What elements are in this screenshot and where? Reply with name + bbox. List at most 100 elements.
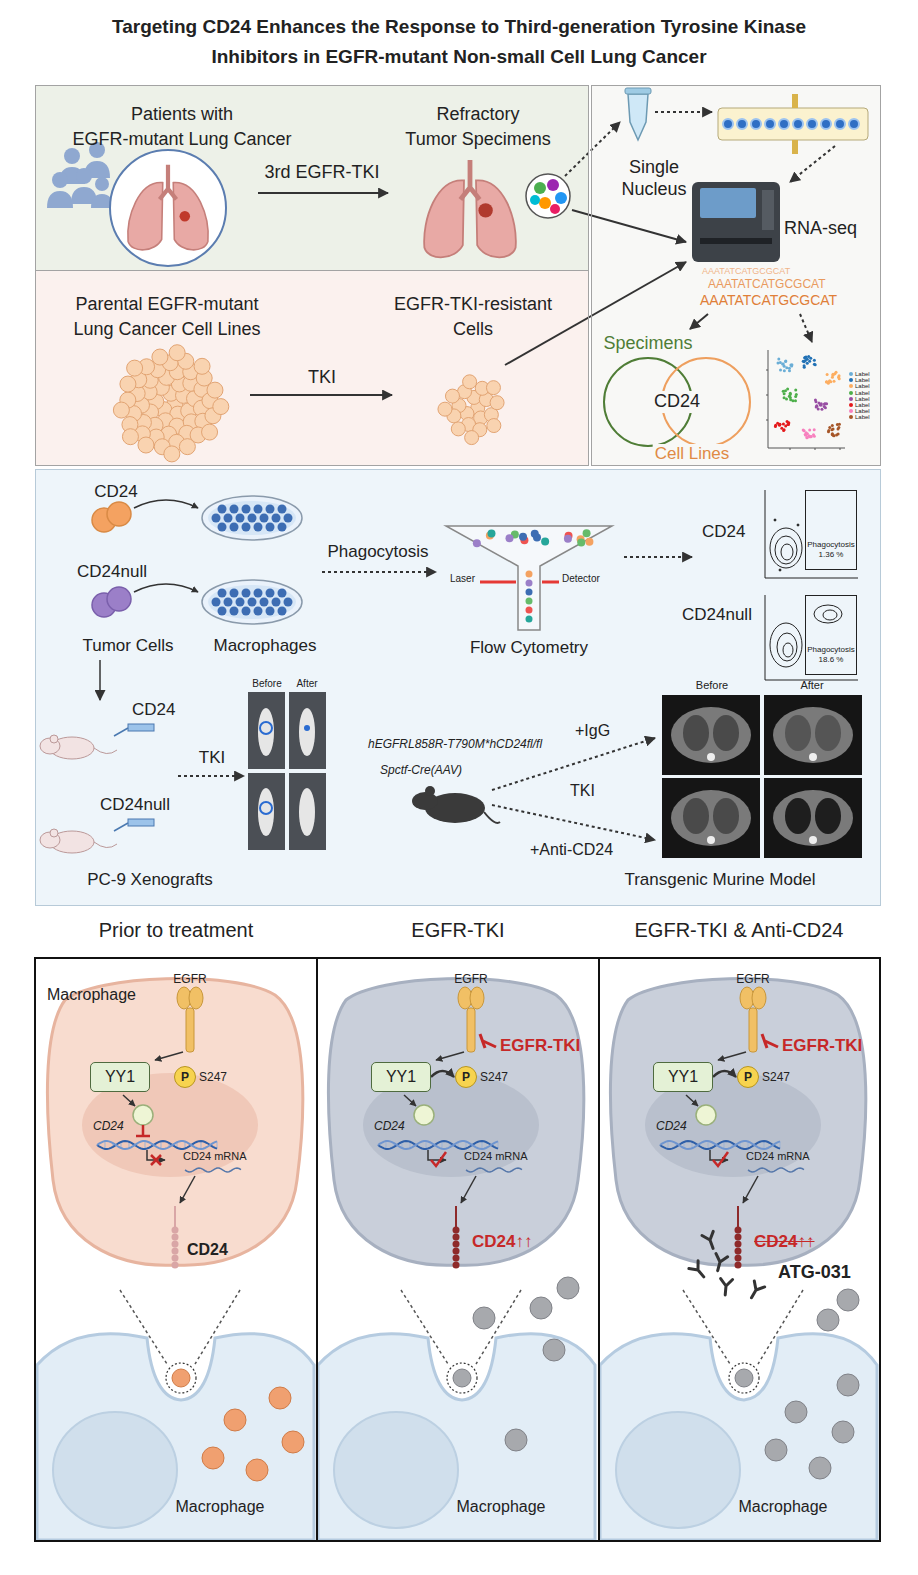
tsne-dots bbox=[813, 363, 816, 366]
dish-macrophages bbox=[218, 523, 227, 532]
tumor-cells bbox=[107, 502, 131, 526]
stage-illustration bbox=[689, 1261, 708, 1281]
tsne-dots bbox=[828, 426, 831, 429]
dish-macrophages bbox=[254, 607, 263, 616]
stage-illustration bbox=[712, 1254, 728, 1273]
node-text: YY1 bbox=[386, 1067, 416, 1086]
yy1-box: YY1 bbox=[90, 1062, 150, 1092]
flow-plot bbox=[765, 490, 858, 680]
node-text: Before bbox=[252, 678, 281, 690]
flow-particles bbox=[519, 533, 527, 541]
cell-cluster bbox=[487, 419, 501, 433]
tsne-dots bbox=[802, 428, 805, 431]
stage-illustration bbox=[729, 1363, 759, 1393]
tsne-dots bbox=[783, 396, 786, 399]
node-text: Flow Cytometry bbox=[470, 638, 588, 658]
legend-swatch bbox=[849, 391, 853, 395]
stage-illustration bbox=[186, 1008, 194, 1052]
dotted-arrow bbox=[624, 556, 692, 558]
legend-entry: Label bbox=[849, 390, 870, 396]
tsne-dots bbox=[814, 363, 817, 366]
tsne-dots bbox=[788, 367, 791, 370]
stage-illustration bbox=[378, 1141, 498, 1149]
stage-illustration bbox=[530, 1297, 552, 1319]
stage-illustration bbox=[735, 1248, 742, 1255]
dish-macrophages bbox=[284, 514, 293, 523]
node-text: EGFR-TKI bbox=[411, 918, 504, 942]
tube-icon bbox=[625, 88, 651, 94]
node-text: Specimens bbox=[603, 333, 692, 355]
patients-icon bbox=[64, 148, 80, 164]
dish-macrophages bbox=[260, 514, 269, 523]
curved-arrow bbox=[134, 500, 198, 508]
stage-illustration bbox=[172, 1234, 179, 1241]
tsne-dots bbox=[803, 364, 806, 367]
stage-illustration bbox=[180, 1176, 195, 1203]
stage-illustration bbox=[480, 1034, 485, 1048]
xenograft-photo bbox=[258, 708, 274, 756]
stage-illustration bbox=[719, 1279, 732, 1296]
flow-particles bbox=[585, 538, 593, 546]
tube-icon bbox=[625, 88, 651, 140]
node-text: hEGFRL858R-T790M*hCD24fl/fl bbox=[368, 737, 542, 751]
dish-macrophages bbox=[278, 589, 287, 598]
cell-cluster bbox=[445, 389, 459, 403]
stage-box: EGFR-TKIEGFREGFR-TKIS247CD24CD24 mRNACD2… bbox=[316, 957, 600, 1542]
flow-plot bbox=[814, 605, 842, 623]
refractory-lung bbox=[424, 160, 516, 257]
node-text: CD24↑↑ bbox=[754, 1232, 814, 1252]
stage-illustration bbox=[120, 1290, 167, 1364]
node-text: Parental EGFR-mutant Lung Cancer Cell Li… bbox=[73, 292, 260, 342]
refractory-lung bbox=[530, 195, 540, 205]
node-text: Cell Lines bbox=[653, 444, 732, 464]
cell-cluster bbox=[113, 402, 129, 418]
dish-macrophages bbox=[224, 514, 233, 523]
patients-icon bbox=[47, 191, 73, 208]
stage-illustration bbox=[142, 1125, 145, 1136]
tsne-dots bbox=[825, 380, 828, 383]
cell-cluster bbox=[207, 382, 223, 398]
tsne-dots bbox=[783, 392, 786, 395]
culture-dish bbox=[202, 496, 302, 624]
node-text: CD24 bbox=[94, 482, 137, 502]
panel-fill bbox=[35, 85, 589, 271]
refractory-lung bbox=[534, 182, 546, 194]
flow-particles bbox=[577, 538, 585, 546]
legend-text: Label bbox=[855, 396, 870, 402]
dotted-arrow bbox=[178, 775, 244, 777]
xenograft-photo bbox=[304, 725, 310, 731]
legend-entry: Label bbox=[849, 408, 870, 414]
node-text: EGFR-TKI bbox=[500, 1036, 580, 1056]
arrow bbox=[690, 314, 708, 329]
tsne-dots bbox=[820, 402, 823, 405]
label-text: AAATATCATGCGCAT bbox=[708, 277, 826, 291]
stage-illustration bbox=[97, 1141, 217, 1149]
stage-illustration bbox=[737, 1206, 739, 1228]
dish-macrophages bbox=[224, 598, 233, 607]
stage-illustration bbox=[453, 1227, 460, 1234]
syringe bbox=[114, 823, 128, 831]
transgenic-mouse bbox=[412, 786, 500, 823]
dish-macrophages bbox=[218, 505, 227, 514]
stage-illustration bbox=[765, 1439, 787, 1461]
yy1-box: YY1 bbox=[371, 1062, 431, 1092]
stage-illustration bbox=[543, 1339, 565, 1361]
transgenic-mouse bbox=[484, 812, 500, 823]
ct-image bbox=[713, 798, 739, 834]
ct-image bbox=[815, 798, 841, 834]
patient-lung-circle bbox=[128, 165, 208, 250]
xenograft-photo bbox=[299, 708, 315, 756]
tsne-dots bbox=[803, 360, 806, 363]
ct-image bbox=[815, 715, 841, 751]
tsne-dots bbox=[815, 406, 818, 409]
legend-entry: Label bbox=[849, 402, 870, 408]
flow-particles bbox=[505, 534, 513, 542]
flow-particles bbox=[564, 535, 572, 543]
flow-plot bbox=[770, 623, 802, 667]
tsne-dots bbox=[784, 389, 787, 392]
cell-cluster bbox=[490, 396, 504, 410]
node-text: YY1 bbox=[105, 1067, 135, 1086]
microfluidic-chip bbox=[718, 94, 868, 154]
stage-illustration bbox=[466, 1168, 522, 1172]
tsne-dots bbox=[780, 427, 783, 430]
